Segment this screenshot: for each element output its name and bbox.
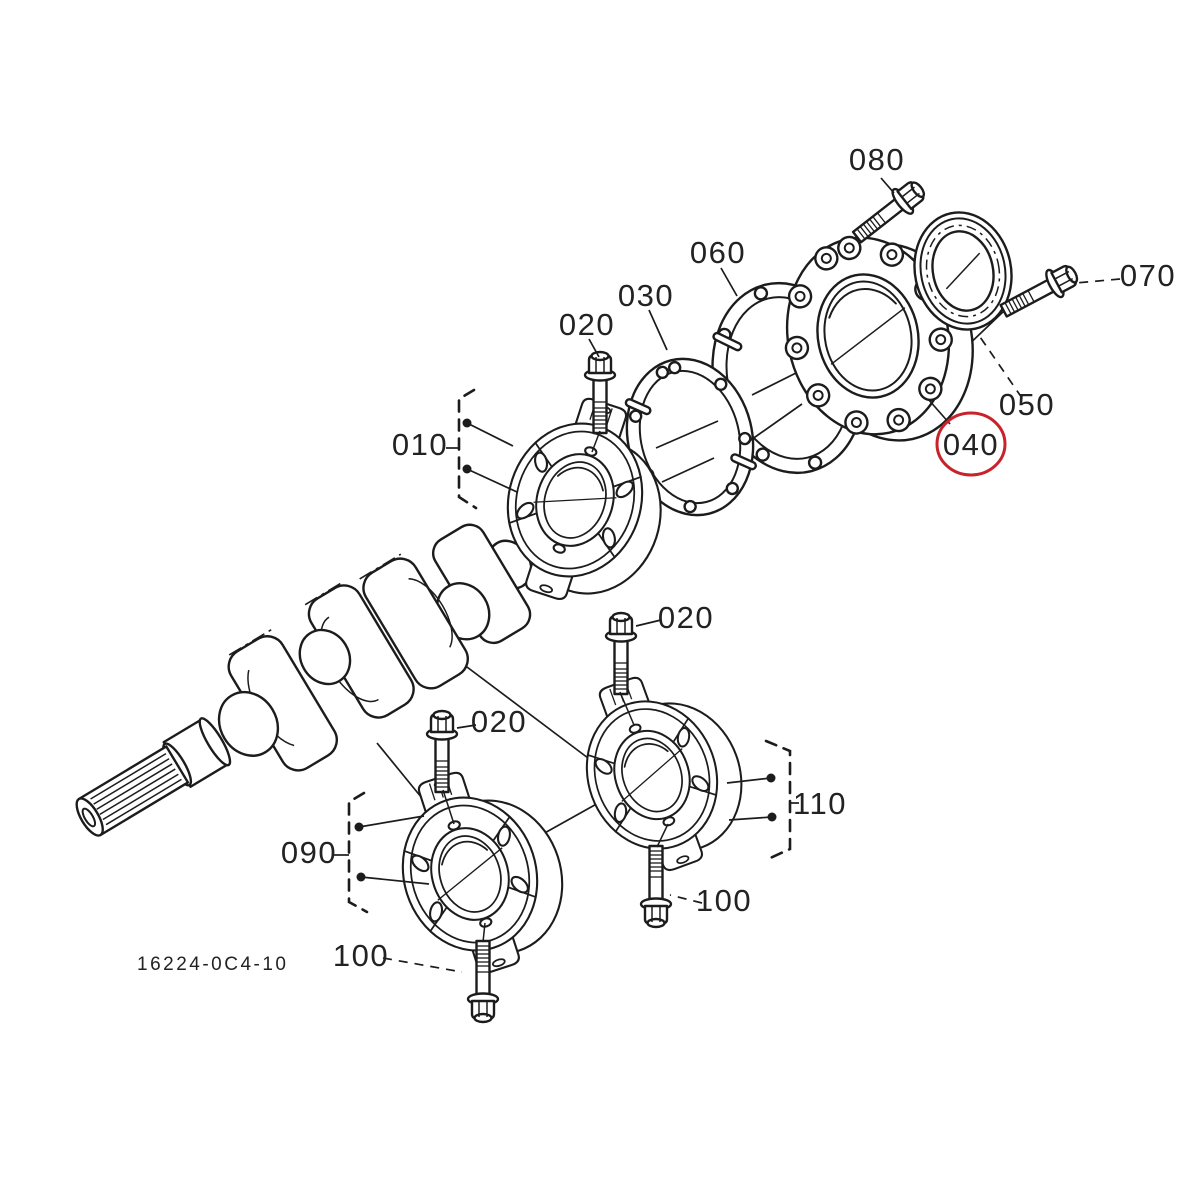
bracket-090 xyxy=(334,791,430,914)
callout-leader-lines xyxy=(382,177,1121,973)
bolt-axis-lines xyxy=(442,430,669,943)
bracket-110 xyxy=(726,739,799,861)
callout-080[interactable]: 080 xyxy=(849,142,905,177)
oil-seal-050-drawing xyxy=(913,211,1013,331)
callout-060[interactable]: 060 xyxy=(690,235,746,270)
callout-030[interactable]: 030 xyxy=(618,278,674,313)
crankshaft-drawing xyxy=(75,523,552,837)
callout-020-left[interactable]: 020 xyxy=(471,704,527,739)
callout-010[interactable]: 010 xyxy=(392,427,448,462)
callout-040[interactable]: 040 xyxy=(943,427,999,462)
callout-090[interactable]: 090 xyxy=(281,835,337,870)
callout-050[interactable]: 050 xyxy=(999,387,1055,422)
callout-020-top[interactable]: 020 xyxy=(559,307,615,342)
callout-020-right[interactable]: 020 xyxy=(658,600,714,635)
callout-070[interactable]: 070 xyxy=(1120,258,1176,293)
callout-100-bottom[interactable]: 100 xyxy=(333,938,389,973)
bracket-010 xyxy=(446,388,518,510)
drawing-code: 16224-0C4-10 xyxy=(137,954,288,975)
callout-110[interactable]: 110 xyxy=(793,786,847,821)
callout-100-right[interactable]: 100 xyxy=(696,883,752,918)
highlight-circle-040 xyxy=(935,411,1007,477)
gasket-030-drawing xyxy=(624,357,757,517)
